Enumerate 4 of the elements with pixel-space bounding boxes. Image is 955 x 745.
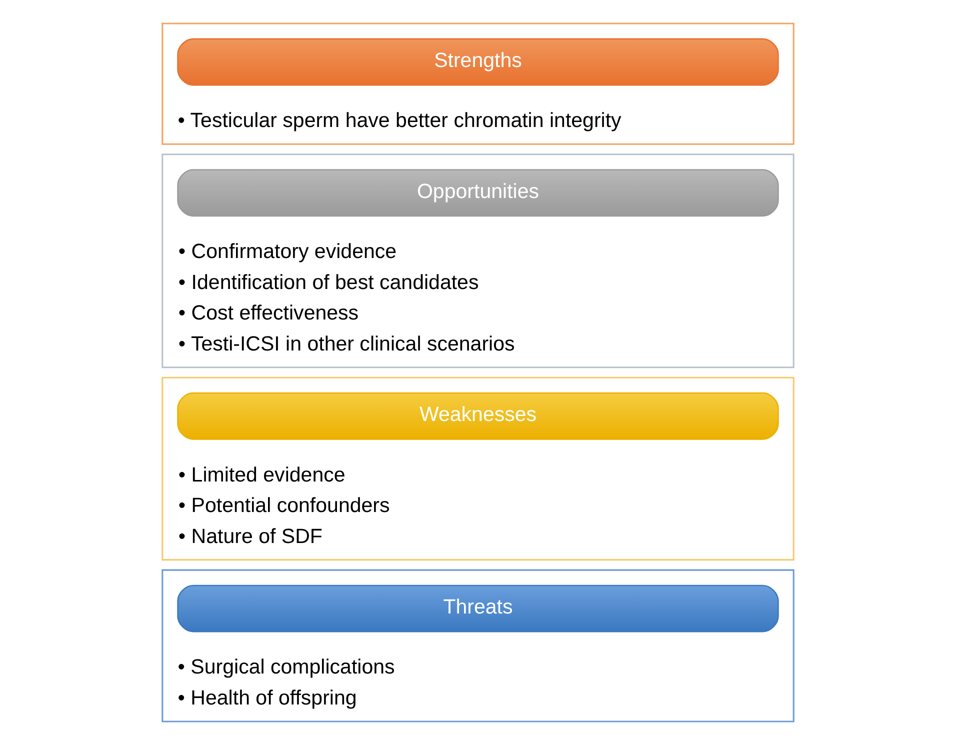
node-box: Threats bbox=[176, 584, 778, 632]
node-box: Weaknesses bbox=[176, 392, 778, 440]
node-box: Opportunities bbox=[176, 169, 778, 217]
node-box: Strengths bbox=[176, 38, 778, 86]
